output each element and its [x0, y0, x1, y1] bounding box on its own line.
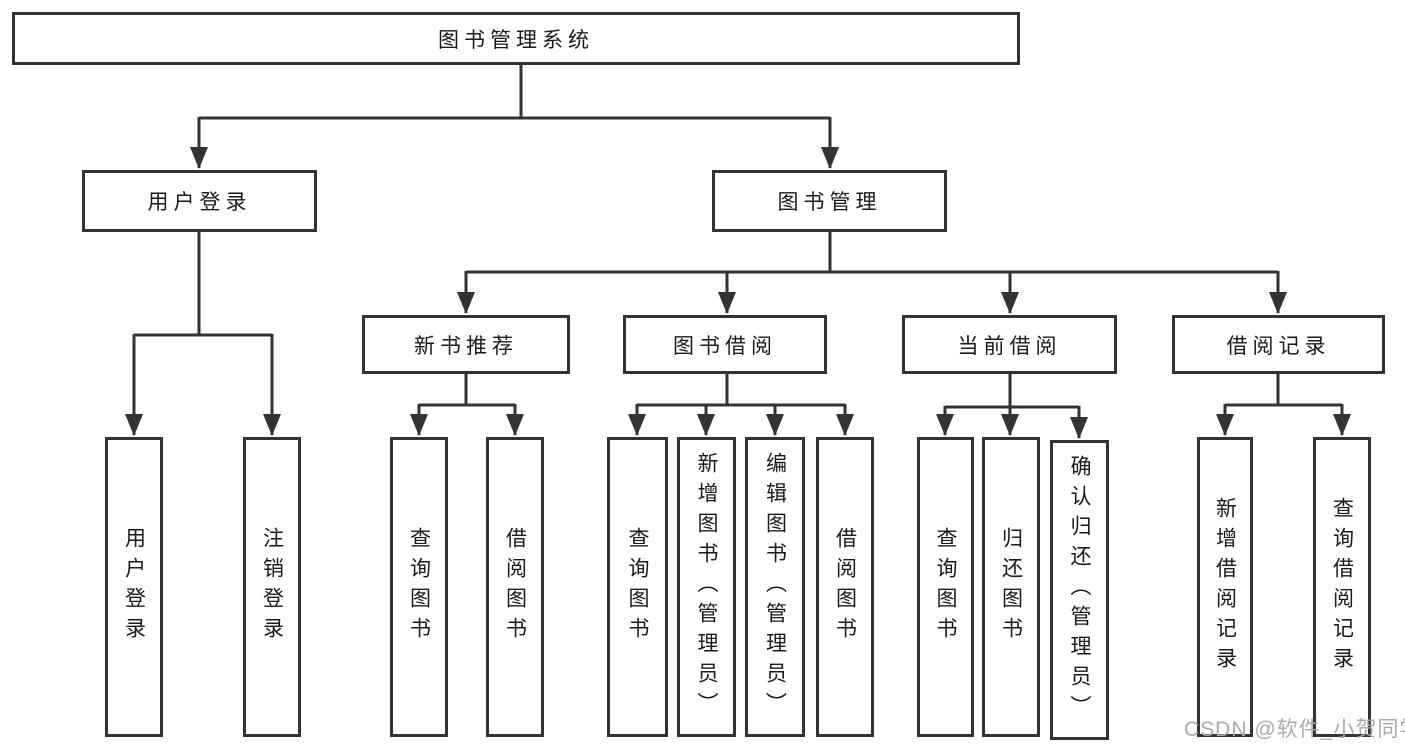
node-root-label: 图书管理系统 — [438, 28, 594, 52]
node-borrow-record: 借阅记录 — [1172, 315, 1385, 374]
leaf-add-borrow-record: 新增借阅记录 — [1197, 437, 1253, 737]
node-book-management: 图书管理 — [712, 170, 947, 232]
leaf-add-book-admin: 新增图书（管理员） — [677, 437, 736, 737]
node-book-borrow: 图书借阅 — [623, 315, 827, 374]
leaf-confirm-return-admin-label: 确认归还（管理员） — [1068, 455, 1092, 725]
leaf-add-borrow-record-label: 新增借阅记录 — [1213, 497, 1237, 677]
node-borrow-record-label: 借阅记录 — [1226, 334, 1331, 358]
leaf-logout-label: 注销登录 — [260, 527, 284, 647]
leaf-query-book-2-label: 查询图书 — [626, 527, 650, 647]
leaf-user-login-label: 用户登录 — [122, 527, 146, 647]
node-current-borrow-label: 当前借阅 — [957, 334, 1062, 358]
leaf-add-book-admin-label: 新增图书（管理员） — [695, 452, 719, 722]
node-user-login-label: 用户登录 — [147, 191, 252, 214]
node-new-book-recommend: 新书推荐 — [362, 315, 570, 374]
node-new-book-recommend-label: 新书推荐 — [414, 334, 518, 358]
node-user-login: 用户登录 — [82, 170, 317, 232]
node-current-borrow: 当前借阅 — [902, 315, 1117, 374]
leaf-logout: 注销登录 — [243, 437, 301, 737]
leaf-borrow-book-1: 借阅图书 — [486, 437, 544, 737]
node-book-management-label: 图书管理 — [777, 191, 882, 214]
leaf-borrow-book-1-label: 借阅图书 — [503, 527, 527, 647]
leaf-query-book-1: 查询图书 — [390, 437, 448, 737]
leaf-return-book-label: 归还图书 — [999, 527, 1023, 647]
node-root: 图书管理系统 — [12, 12, 1020, 65]
leaf-query-book-3-label: 查询图书 — [934, 527, 958, 647]
leaf-query-book-3: 查询图书 — [917, 437, 974, 737]
leaf-query-borrow-record-label: 查询借阅记录 — [1330, 497, 1354, 677]
leaf-confirm-return-admin: 确认归还（管理员） — [1050, 440, 1109, 740]
leaf-return-book: 归还图书 — [982, 437, 1040, 737]
leaf-edit-book-admin: 编辑图书（管理员） — [745, 437, 805, 737]
watermark: CSDN @软件_小贺同学 — [1184, 718, 1405, 741]
leaf-borrow-book-2: 借阅图书 — [816, 437, 874, 737]
leaf-user-login: 用户登录 — [105, 437, 163, 737]
node-book-borrow-label: 图书借阅 — [673, 334, 777, 358]
leaf-edit-book-admin-label: 编辑图书（管理员） — [763, 452, 787, 722]
leaf-borrow-book-2-label: 借阅图书 — [833, 527, 857, 647]
leaf-query-borrow-record: 查询借阅记录 — [1313, 437, 1371, 737]
leaf-query-book-1-label: 查询图书 — [407, 527, 431, 647]
leaf-query-book-2: 查询图书 — [607, 437, 668, 737]
